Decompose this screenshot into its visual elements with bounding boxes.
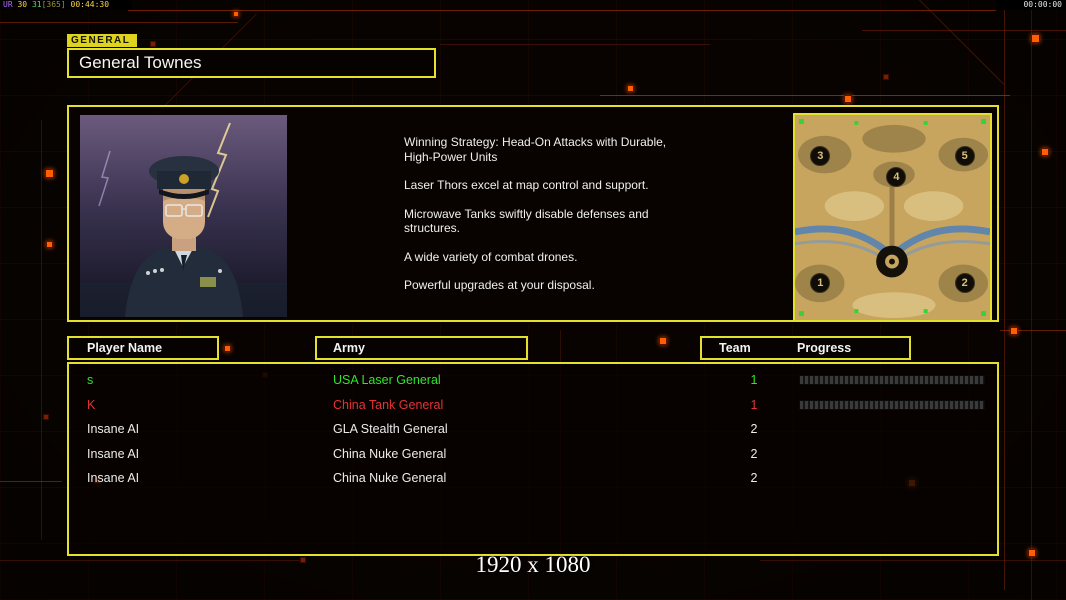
circuit-node [659, 337, 667, 345]
player-army: USA Laser General [333, 373, 441, 388]
briefing-paragraph: Powerful upgrades at your disposal. [404, 278, 595, 292]
map-start-number: 4 [893, 170, 900, 183]
player-team: 1 [750, 373, 758, 388]
column-header-team: Team [719, 341, 751, 355]
player-team: 2 [750, 446, 758, 461]
map-start-number: 5 [961, 150, 968, 162]
circuit-line [41, 120, 42, 540]
map-start-marker: 5 [954, 146, 975, 166]
map-start-marker: 3 [810, 146, 831, 166]
circuit-line [440, 44, 710, 45]
briefing-paragraph: A wide variety of combat drones. [404, 249, 578, 264]
briefing-paragraph: Microwave Tanks swiftly disable defenses… [404, 206, 649, 236]
player-army: GLA Stealth General [333, 422, 448, 437]
column-header-army: Army [315, 336, 528, 360]
debug-time: 00:44:30 [70, 0, 110, 9]
circuit-line [0, 560, 300, 561]
circuit-node [1031, 34, 1040, 43]
map-preview: 3 4 5 1 2 [793, 113, 992, 322]
column-header-progress: Progress [797, 341, 852, 355]
circuit-line [600, 95, 1010, 96]
player-name: Insane AI [87, 471, 140, 486]
circuit-node [1010, 327, 1018, 335]
circuit-node [43, 414, 49, 420]
player-team: 2 [750, 422, 758, 437]
circuit-line [1031, 0, 1032, 600]
player-team: 1 [750, 397, 758, 412]
general-portrait [80, 115, 287, 317]
circuit-node [233, 11, 239, 17]
player-row: Insane AI China Nuke General 2 [69, 466, 997, 491]
circuit-node [224, 345, 231, 352]
player-name: s [87, 373, 94, 388]
mission-timer: 00:00:00 [996, 0, 1066, 10]
debug-part: [365] [41, 0, 66, 9]
player-name: Insane AI [87, 422, 140, 437]
circuit-node [844, 95, 852, 103]
player-list-panel: s USA Laser General 1 K China Tank Gener… [67, 362, 999, 556]
map-start-marker: 4 [886, 166, 907, 187]
general-info-panel: Winning Strategy: Head-On Attacks with D… [67, 105, 999, 322]
map-start-number: 1 [817, 277, 824, 290]
player-progress-bar [799, 375, 985, 386]
resolution-watermark: 1920 x 1080 [475, 552, 591, 577]
circuit-line [0, 22, 238, 23]
briefing-paragraph: Laser Thors excel at map control and sup… [404, 178, 649, 192]
general-name: General Townes [79, 53, 202, 72]
general-name-box: General Townes [67, 48, 436, 78]
circuit-node [45, 169, 54, 178]
player-team: 2 [750, 471, 758, 486]
column-header-team-progress: Team Progress [700, 336, 911, 360]
debug-part: UR [3, 0, 13, 9]
player-row: s USA Laser General 1 [69, 368, 997, 393]
circuit-node [46, 241, 53, 248]
circuit-line [1004, 10, 1005, 590]
player-row: Insane AI China Nuke General 2 [69, 442, 997, 467]
map-start-number: 2 [961, 277, 968, 290]
column-header-player-name: Player Name [67, 336, 219, 360]
circuit-line [0, 481, 62, 482]
rank-tag: GENERAL [67, 34, 138, 47]
player-army: China Tank General [333, 397, 444, 412]
circuit-line [862, 30, 1066, 31]
circuit-line [128, 10, 996, 11]
briefing-paragraph: Winning Strategy: Head-On Attacks with D… [404, 135, 667, 164]
player-army: China Nuke General [333, 446, 447, 461]
circuit-node [1028, 549, 1036, 557]
circuit-line [876, 0, 1004, 85]
debug-readout: UR 30 31[365] 00:44:30 [0, 0, 132, 10]
circuit-line [760, 560, 1066, 561]
debug-part: 31 [31, 0, 42, 9]
circuit-node [300, 557, 306, 563]
map-start-markers: 3 4 5 1 2 [795, 115, 990, 320]
player-progress-bar [799, 399, 985, 410]
circuit-node [627, 85, 634, 92]
map-start-marker: 1 [810, 273, 831, 294]
circuit-line [1000, 330, 1066, 331]
map-start-marker: 2 [954, 273, 975, 294]
debug-part: 30 [17, 0, 28, 9]
player-row: K China Tank General 1 [69, 393, 997, 418]
player-row: Insane AI GLA Stealth General 2 [69, 417, 997, 442]
strategy-briefing: Winning Strategy: Head-On Attacks with D… [404, 135, 696, 307]
circuit-node [1041, 148, 1049, 156]
player-name: Insane AI [87, 446, 140, 461]
portrait-illustration [80, 115, 287, 317]
circuit-node [150, 41, 156, 47]
circuit-node [883, 74, 889, 80]
map-start-number: 3 [817, 150, 824, 162]
player-army: China Nuke General [333, 471, 447, 486]
player-name: K [87, 397, 96, 412]
